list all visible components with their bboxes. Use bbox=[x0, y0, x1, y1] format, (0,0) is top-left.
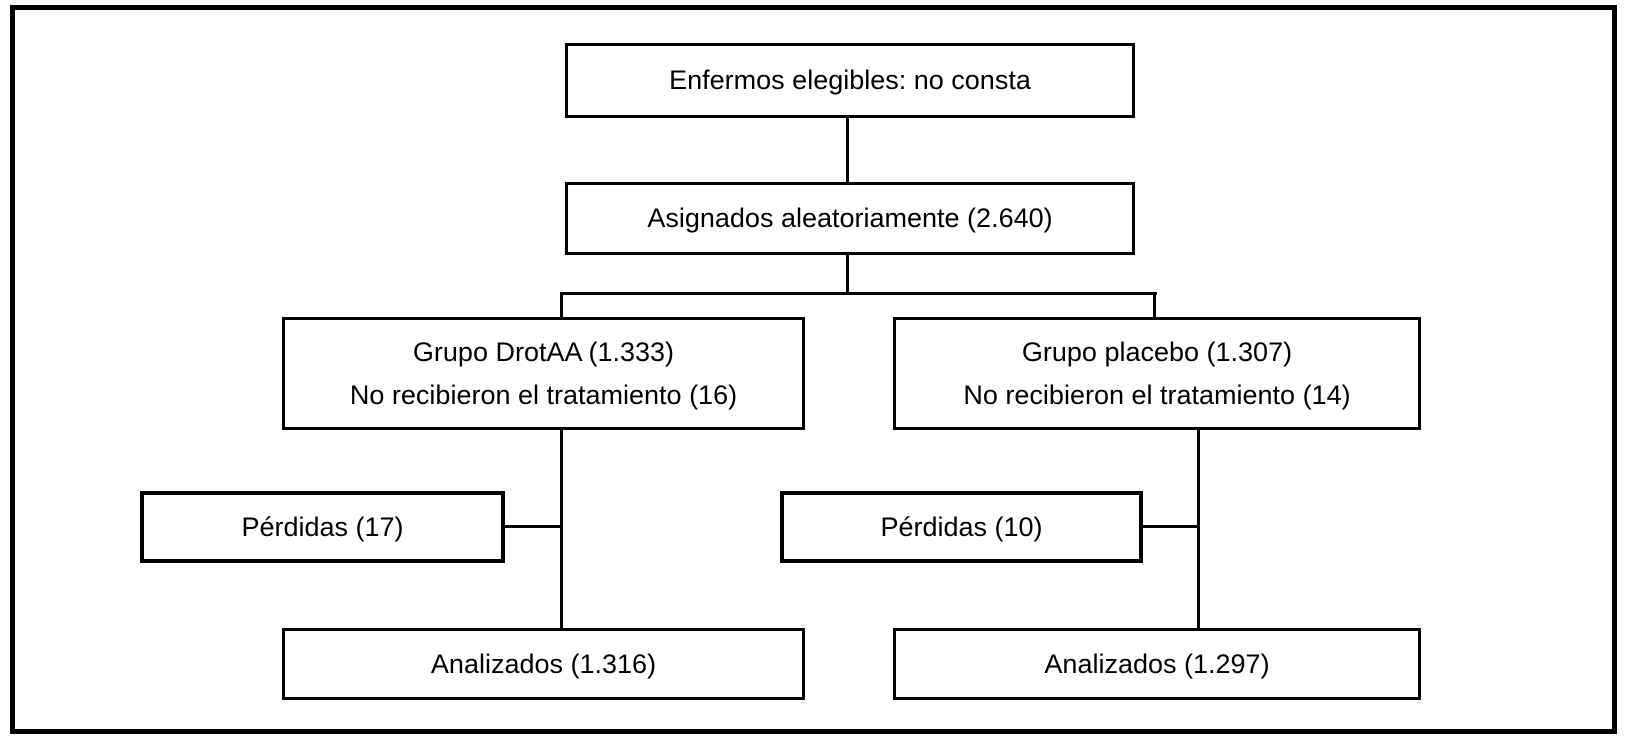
node-group-drotaa-line1: Grupo DrotAA (1.333) bbox=[412, 336, 675, 367]
node-group-placebo: Grupo placebo (1.307) No recibieron el t… bbox=[893, 317, 1421, 430]
connector-drotaa-analyzed bbox=[560, 430, 563, 628]
node-group-drotaa-line2: No recibieron el tratamiento (16) bbox=[349, 379, 738, 410]
connector-randomized-stub bbox=[846, 255, 849, 293]
node-group-placebo-line2: No recibieron el tratamiento (14) bbox=[963, 379, 1351, 410]
connector-stub-placebo bbox=[1153, 292, 1156, 317]
node-eligible-label: Enfermos elegibles: no consta bbox=[669, 65, 1031, 95]
node-analyzed-placebo: Analizados (1.297) bbox=[893, 628, 1421, 700]
node-losses-drotaa: Pérdidas (17) bbox=[140, 491, 505, 563]
connector-stub-drotaa bbox=[560, 292, 563, 317]
node-losses-placebo-label: Pérdidas (10) bbox=[880, 511, 1043, 542]
connector-losses-right-tie bbox=[1141, 525, 1200, 528]
connector-losses-left-tie bbox=[503, 525, 563, 528]
connector-branch-bar bbox=[560, 292, 1157, 295]
node-analyzed-drotaa: Analizados (1.316) bbox=[282, 628, 805, 700]
node-analyzed-placebo-label: Analizados (1.297) bbox=[1044, 648, 1270, 679]
node-losses-drotaa-label: Pérdidas (17) bbox=[241, 511, 404, 542]
node-randomized-label: Asignados aleatoriamente (2.640) bbox=[647, 203, 1053, 233]
node-eligible: Enfermos elegibles: no consta bbox=[565, 43, 1135, 118]
connector-placebo-analyzed bbox=[1197, 430, 1200, 628]
connector-eligible-randomized bbox=[846, 118, 849, 182]
node-group-drotaa: Grupo DrotAA (1.333) No recibieron el tr… bbox=[282, 317, 805, 430]
node-losses-placebo: Pérdidas (10) bbox=[780, 491, 1143, 563]
node-group-placebo-line1: Grupo placebo (1.307) bbox=[1021, 336, 1293, 367]
node-randomized: Asignados aleatoriamente (2.640) bbox=[565, 182, 1135, 255]
node-analyzed-drotaa-label: Analizados (1.316) bbox=[430, 648, 657, 679]
diagram-border-frame bbox=[10, 5, 1617, 734]
